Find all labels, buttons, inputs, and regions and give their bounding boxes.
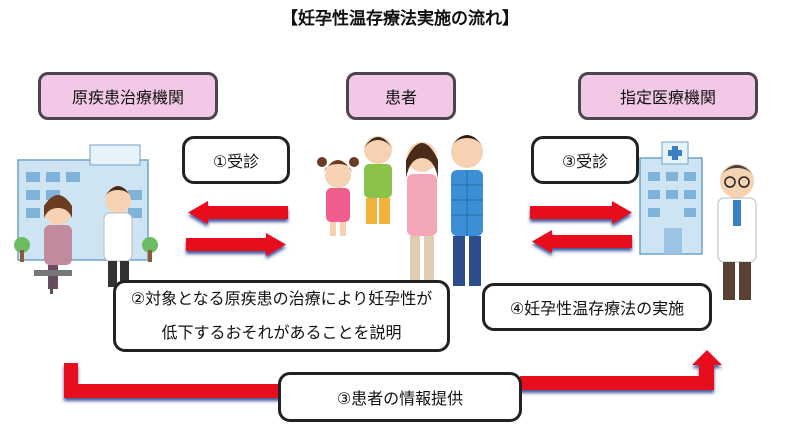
step-4-label: ④妊孕性温存療法の実施 [509,299,685,318]
arrow-designated-to-patient [532,230,632,253]
step-3-visit-label: ③受診 [561,152,609,171]
hospital-doctor-illustration [639,141,757,300]
header-patient-label: 患者 [384,88,417,107]
header-patient: 患者 [346,72,456,120]
arrow-info-right-segment [520,350,722,390]
page-title: 【妊孕性温存療法実施の流れ】 [281,9,519,29]
arrow-info-left-segment [64,363,280,398]
flow-arrows [64,201,722,398]
header-origin-clinic: 原疾患治療機関 [38,72,218,120]
step-2-line-2: 低下するおそれがあることを説明 [161,323,402,342]
step-1-label: ①受診 [212,152,260,171]
step-3-visit-box: ③受診 [531,136,639,184]
header-origin-clinic-label: 原疾患治療機関 [71,88,184,107]
family-illustration [317,135,484,286]
step-3-info-label: ③患者の情報提供 [336,389,464,408]
header-designated-hospital-label: 指定医療機関 [619,88,716,107]
header-designated-hospital: 指定医療機関 [578,72,758,120]
step-4-box: ④妊孕性温存療法の実施 [482,283,712,331]
arrow-patient-to-origin [188,201,288,224]
arrow-patient-to-designated [530,201,632,224]
step-2-line-1: ②対象となる原疾患の治療により妊孕性が [130,289,433,308]
step-2-box: ②対象となる原疾患の治療により妊孕性が 低下するおそれがあることを説明 [113,280,450,352]
step-3-info-box: ③患者の情報提供 [278,372,522,422]
step-1-box: ①受診 [182,136,290,184]
hospital-consultation-illustration [14,144,158,294]
arrow-origin-to-patient [186,233,286,256]
